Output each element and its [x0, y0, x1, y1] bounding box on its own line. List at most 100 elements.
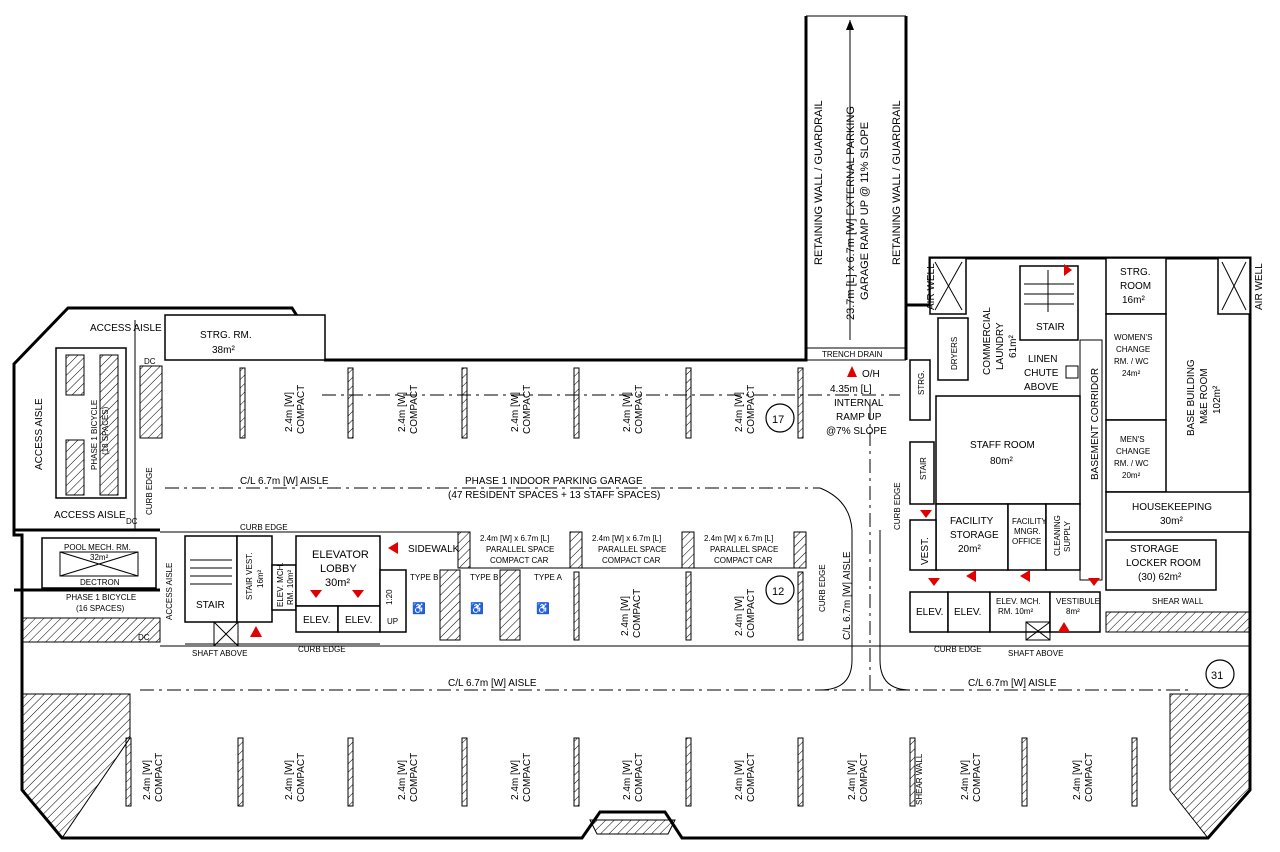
compact-space-bottom-1: 2.4m [W]COMPACT	[142, 753, 165, 802]
internal-ramp-3: RAMP UP	[836, 412, 882, 423]
svg-text:COMPACT: COMPACT	[1084, 753, 1095, 802]
corridor-label: BASEMENT CORRIDOR	[1090, 368, 1101, 480]
svg-text:2.4m [W]: 2.4m [W]	[510, 392, 521, 432]
housekeeping-1: HOUSEKEEPING	[1132, 502, 1212, 513]
svg-text:2.4m [W]: 2.4m [W]	[620, 596, 631, 636]
svg-text:2.4m [W]: 2.4m [W]	[960, 760, 971, 800]
stall-divider	[573, 367, 580, 439]
office-2: MNGR.	[1014, 527, 1041, 536]
stair-vest-area: 16m²	[256, 569, 265, 588]
strg-room-3: 16m²	[1122, 295, 1145, 306]
svg-text:2.4m [W] x 6.7m [L]: 2.4m [W] x 6.7m [L]	[592, 534, 661, 543]
staff-room	[935, 395, 1081, 505]
stall-divider	[347, 367, 354, 439]
stall-divider	[347, 737, 354, 807]
parallel-space-3: 2.4m [W] x 6.7m [L] PARALLEL SPACE COMPA…	[704, 534, 778, 565]
linen-2: CHUTE	[1024, 368, 1059, 379]
womens-4: 24m²	[1122, 369, 1141, 378]
parallel-space-1: 2.4m [W] x 6.7m [L] PARALLEL SPACE COMPA…	[480, 534, 554, 565]
elev-right-2: ELEV.	[954, 607, 981, 618]
svg-text:COMPACT: COMPACT	[296, 385, 307, 434]
compact-space-top-5: 2.4m [W]COMPACT	[734, 385, 757, 434]
svg-text:COMPACT: COMPACT	[632, 589, 643, 638]
air-well-left: AIR WELL	[926, 263, 937, 310]
elevator-lobby	[295, 535, 381, 607]
stall-divider	[685, 367, 692, 439]
stall-divider	[797, 737, 804, 807]
compact-space-bottom-9: 2.4m [W]COMPACT	[1072, 753, 1095, 802]
svg-text:COMPACT: COMPACT	[296, 753, 307, 802]
dectron-label: DECTRON	[80, 578, 120, 587]
svg-text:12: 12	[772, 586, 784, 598]
access-aisle-top: ACCESS AISLE	[90, 323, 162, 334]
ratio-label: 1:20	[385, 589, 394, 605]
linen-3: ABOVE	[1024, 382, 1059, 393]
elev-mch-label-2: RM. 10m²	[286, 570, 295, 605]
bicycle-label-1: PHASE 1 BICYCLE	[90, 400, 99, 470]
curb-edge-right: CURB EDGE	[934, 645, 982, 654]
aisle-bottom-right: C/L 6.7m [W] AISLE	[968, 678, 1057, 689]
strg-room-1: STRG.	[1120, 267, 1151, 278]
compact-space-mid-1: 2.4m [W]COMPACT	[620, 589, 643, 638]
curb-edge-low: CURB EDGE	[298, 645, 346, 654]
compact-space-top-3: 2.4m [W]COMPACT	[510, 385, 533, 434]
corner-hatch-left	[21, 693, 131, 839]
count-31: 31	[1205, 659, 1235, 689]
svg-text:PARALLEL SPACE: PARALLEL SPACE	[710, 545, 778, 554]
count-17: 17	[765, 403, 795, 433]
lobby-label-3: 30m²	[325, 577, 350, 589]
elevator-1	[295, 605, 339, 633]
staff-1: STAFF ROOM	[970, 440, 1035, 451]
compact-space-bottom-5: 2.4m [W]COMPACT	[622, 753, 645, 802]
pool-label-1: POOL MECH. RM.	[64, 543, 131, 552]
cleaning-2: SUPPLY	[1063, 520, 1072, 552]
compact-space-bottom-2: 2.4m [W]COMPACT	[284, 753, 307, 802]
type-b-2: TYPE B	[470, 573, 498, 582]
strg-room-2: ROOM	[1120, 281, 1151, 292]
compact-space-bottom-7: 2.4m [W]COMPACT	[847, 753, 870, 802]
mens-4: 20m²	[1122, 471, 1141, 480]
svg-text:COMPACT: COMPACT	[409, 385, 420, 434]
office-1: FACILITY	[1012, 517, 1047, 526]
lobby-label-1: ELEVATOR	[312, 549, 369, 561]
laundry-2: LAUNDRY	[995, 322, 1006, 370]
mens-1: MEN'S	[1120, 435, 1145, 444]
pool-mech-room	[41, 537, 157, 589]
storage-room-name: STRG. RM.	[200, 330, 252, 341]
elevator-1-label: ELEV.	[303, 615, 330, 626]
curb-vertical-1: CURB EDGE	[818, 564, 827, 612]
elev-mch-label-1: ELEV. MCH.	[276, 562, 285, 607]
laundry-1: COMMERCIAL	[982, 307, 993, 375]
garage-title: PHASE 1 INDOOR PARKING GARAGE	[465, 476, 643, 487]
left-wing: ACCESS AISLE ACCESS AISLE ACCESS AISLE P…	[21, 314, 465, 658]
stall-divider	[125, 737, 132, 807]
compact-space-top-1: 2.4m [W]COMPACT	[284, 385, 307, 434]
svg-text:2.4m [W]: 2.4m [W]	[1072, 760, 1083, 800]
svg-text:2.4m [W]: 2.4m [W]	[622, 760, 633, 800]
compact-space-bottom-8: 2.4m [W]COMPACT	[960, 753, 983, 802]
svg-text:2.4m [W]: 2.4m [W]	[397, 392, 408, 432]
bottom-hatch	[589, 819, 676, 835]
stall-divider	[1021, 737, 1028, 807]
svg-text:COMPACT: COMPACT	[634, 385, 645, 434]
trench-drain-label: TRENCH DRAIN	[822, 350, 883, 359]
curb-vertical-2: CURB EDGE	[893, 482, 902, 530]
elevator-2-label: ELEV.	[345, 615, 372, 626]
svg-text:17: 17	[772, 414, 784, 426]
svg-text:2.4m [W]: 2.4m [W]	[734, 392, 745, 432]
type-b-1: TYPE B	[410, 573, 438, 582]
stall-divider	[909, 737, 916, 807]
elev-right-1: ELEV.	[916, 607, 943, 618]
womens-3: RM. / WC	[1114, 357, 1149, 366]
compact-space-bottom-3: 2.4m [W]COMPACT	[397, 753, 420, 802]
vest-label: VEST.	[920, 537, 931, 565]
svg-text:2.4m [W]: 2.4m [W]	[284, 760, 295, 800]
storage-room-area: 38m²	[212, 345, 235, 356]
compact-space-mid-2: 2.4m [W]COMPACT	[734, 589, 757, 638]
shear-wall-bottom: SHEAR WALL	[915, 753, 924, 805]
access-aisle-bottom: ACCESS AISLE	[54, 510, 126, 521]
facility-1: FACILITY	[950, 516, 994, 527]
